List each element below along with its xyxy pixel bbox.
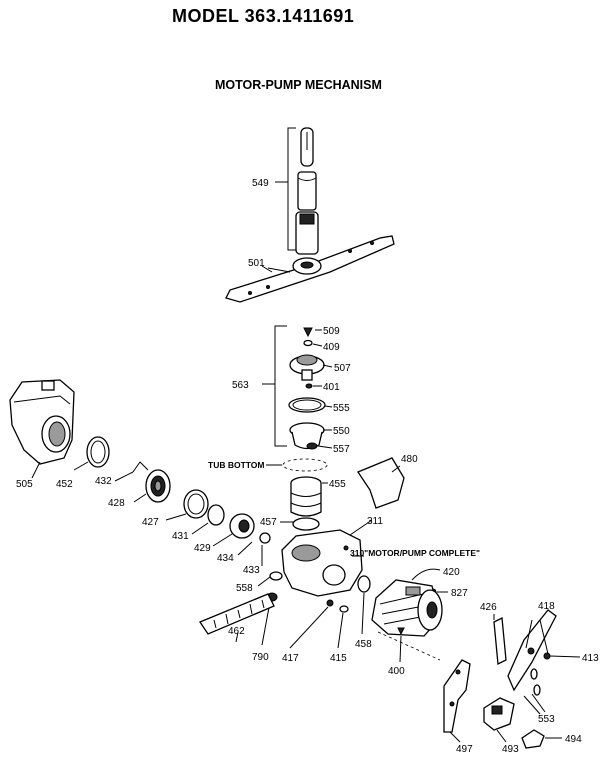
- label-505: 505: [16, 479, 33, 490]
- label-413: 413: [582, 653, 599, 664]
- label-549: 549: [252, 178, 269, 189]
- label-497: 497: [456, 744, 473, 755]
- label-494: 494: [565, 734, 582, 745]
- label-501: 501: [248, 258, 265, 269]
- label-417: 417: [282, 653, 299, 664]
- label-420: 420: [443, 567, 460, 578]
- motor-pump-complete-label: 310"MOTOR/PUMP COMPLETE": [350, 548, 480, 558]
- model-title: MODEL 363.1411691: [172, 6, 355, 26]
- spray-tube-assembly: [275, 127, 319, 255]
- assembly-563-bracket: [262, 325, 333, 450]
- parts-417-415-458: [289, 575, 371, 649]
- label-507: 507: [334, 363, 351, 374]
- label-457: 457: [260, 517, 277, 528]
- pump-housing-311: [281, 519, 373, 597]
- label-428: 428: [108, 498, 125, 509]
- parts-558-790: [257, 571, 283, 646]
- label-409: 409: [323, 342, 340, 353]
- section-title: MOTOR-PUMP MECHANISM: [215, 78, 382, 92]
- label-311: 311: [367, 516, 383, 527]
- sump-housing-505: [9, 379, 75, 479]
- label-790: 790: [252, 652, 269, 663]
- part-432-428: [132, 461, 171, 503]
- filter-parts-group: [165, 489, 271, 566]
- label-553: 553: [538, 714, 555, 725]
- label-427: 427: [142, 517, 159, 528]
- part-labels: 549 501 509 409 507 563 401 555 550 557 …: [16, 178, 599, 755]
- label-418: 418: [538, 601, 555, 612]
- label-426: 426: [480, 602, 497, 613]
- label-434: 434: [217, 553, 234, 564]
- label-401: 401: [323, 382, 340, 393]
- label-462: 462: [228, 626, 245, 637]
- tub-bottom-label: TUB BOTTOM: [208, 460, 265, 470]
- label-400: 400: [388, 666, 405, 677]
- deflector-480: [357, 457, 405, 509]
- label-415: 415: [330, 653, 347, 664]
- label-493: 493: [502, 744, 519, 755]
- label-480: 480: [401, 454, 418, 465]
- tub-bottom-outline: [282, 458, 328, 472]
- label-558: 558: [236, 583, 253, 594]
- clamp-452: [73, 436, 110, 471]
- auger-462: [199, 593, 275, 643]
- label-455: 455: [329, 479, 346, 490]
- parts-493-494: [483, 697, 562, 749]
- label-458: 458: [355, 639, 372, 650]
- pump-column-455: [280, 476, 328, 531]
- label-429: 429: [194, 543, 211, 554]
- label-431: 431: [172, 531, 189, 542]
- label-563: 563: [232, 380, 249, 391]
- motor-400: [371, 579, 443, 663]
- spray-arm: [225, 235, 395, 303]
- label-433: 433: [243, 565, 260, 576]
- label-827: 827: [451, 588, 468, 599]
- label-557: 557: [333, 444, 350, 455]
- label-432: 432: [95, 476, 112, 487]
- label-452: 452: [56, 479, 73, 490]
- bracket-parts-418-426-553: [493, 609, 581, 715]
- label-509: 509: [323, 326, 340, 337]
- label-555: 555: [333, 403, 350, 414]
- label-550: 550: [333, 426, 350, 437]
- bracket-497: [443, 659, 471, 743]
